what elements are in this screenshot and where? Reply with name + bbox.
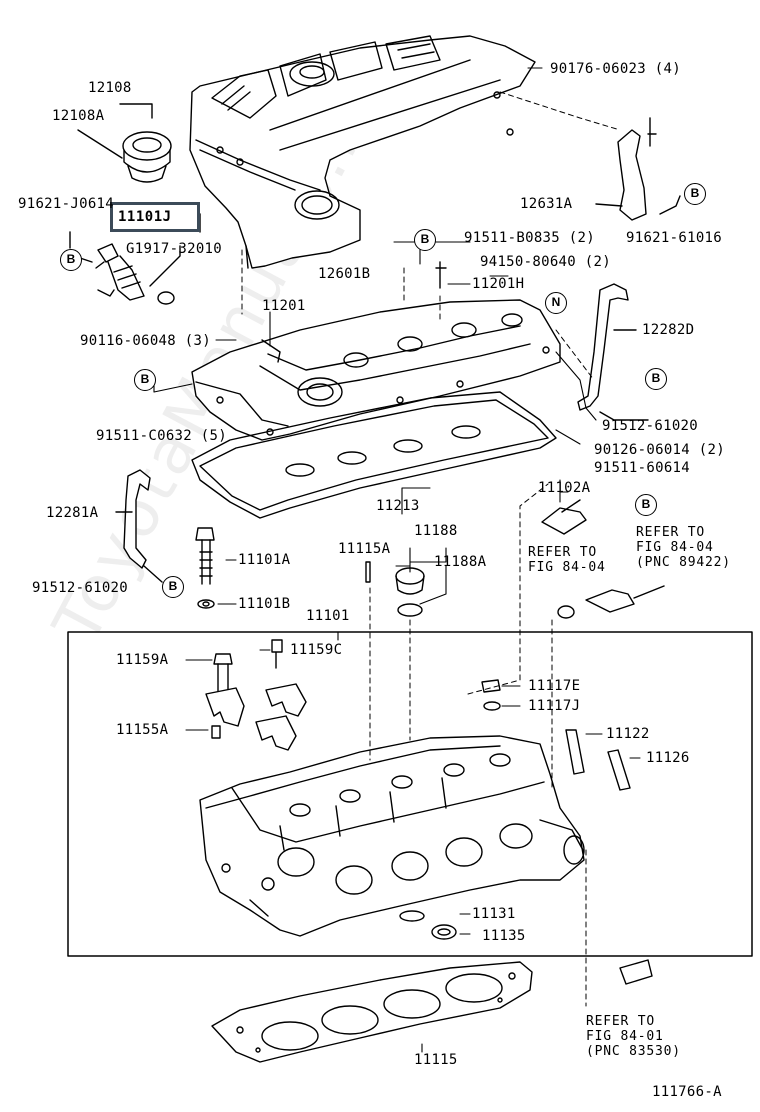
refer-line: REFER TO bbox=[586, 1014, 656, 1029]
part-label[interactable]: 11131 bbox=[472, 906, 516, 922]
bracket-12631a bbox=[595, 117, 681, 221]
oil-filler-cap bbox=[77, 103, 172, 183]
cylinder-head-cover bbox=[191, 261, 561, 441]
part-label[interactable]: 11101 bbox=[306, 608, 350, 624]
part-label[interactable]: 11115A bbox=[338, 541, 391, 557]
part-label[interactable]: 11101B bbox=[238, 596, 291, 612]
part-label[interactable]: 11126 bbox=[646, 750, 690, 766]
part-label[interactable]: 11159A bbox=[116, 652, 169, 668]
part-label[interactable]: 11102A bbox=[538, 480, 591, 496]
part-label[interactable]: 91511-C0632 (5) bbox=[96, 428, 227, 444]
figure-id: 111766-A bbox=[652, 1084, 722, 1100]
refer-line: FIG 84-01 bbox=[586, 1029, 664, 1044]
refer-note[interactable]: REFER TO FIG 84-04 bbox=[528, 545, 606, 575]
part-label[interactable]: 11201 bbox=[262, 298, 306, 314]
part-label[interactable]: 12108A bbox=[52, 108, 105, 124]
head-cover-gasket bbox=[191, 391, 557, 519]
part-label[interactable]: 12601B bbox=[318, 266, 371, 282]
head-gasket bbox=[211, 961, 533, 1063]
part-label[interactable]: 11188 bbox=[414, 523, 458, 539]
refer-line: (PNC 83530) bbox=[586, 1044, 681, 1059]
bracket-12281a bbox=[115, 469, 163, 583]
refer-line: FIG 84-04 bbox=[528, 560, 606, 575]
refer-note[interactable]: REFER TO FIG 84-01 (PNC 83530) bbox=[586, 1014, 681, 1059]
part-label[interactable]: 12631A bbox=[520, 196, 573, 212]
refer-line: REFER TO bbox=[528, 545, 598, 560]
mark-b: B bbox=[134, 369, 156, 391]
mark-b: B bbox=[414, 229, 436, 251]
highlighted-part-box bbox=[110, 202, 200, 232]
highlighted-part-label[interactable]: 11101J bbox=[118, 209, 172, 225]
part-label[interactable]: 11155A bbox=[116, 722, 169, 738]
part-label[interactable]: G1917-32010 bbox=[126, 241, 223, 257]
part-label[interactable]: 90116-06048 (3) bbox=[80, 333, 211, 349]
part-label[interactable]: 11115 bbox=[414, 1052, 458, 1068]
part-label[interactable]: 91511-60614 bbox=[594, 460, 691, 476]
part-label[interactable]: 91512-61020 bbox=[32, 580, 129, 596]
refer-note[interactable]: REFER TO FIG 84-04 (PNC 89422) bbox=[636, 525, 731, 570]
part-label[interactable]: 90176-06023 (4) bbox=[550, 61, 681, 77]
oil-control-valve bbox=[69, 213, 201, 305]
part-label[interactable]: 91621-J0614 bbox=[18, 196, 115, 212]
part-label[interactable]: 11117E bbox=[528, 678, 581, 694]
group-frame bbox=[67, 631, 753, 957]
part-label[interactable]: 90126-06014 (2) bbox=[594, 442, 725, 458]
part-label[interactable]: 11122 bbox=[606, 726, 650, 742]
bracket-12282d bbox=[577, 283, 649, 421]
refer-line: FIG 84-04 bbox=[636, 540, 714, 555]
leader-lines bbox=[153, 67, 641, 1053]
part-label[interactable]: 11213 bbox=[376, 498, 420, 514]
refer-line: REFER TO bbox=[636, 525, 706, 540]
mark-b: B bbox=[635, 494, 657, 516]
part-label[interactable]: 91512-61020 bbox=[602, 418, 699, 434]
part-label[interactable]: 11135 bbox=[482, 928, 526, 944]
mark-b: B bbox=[60, 249, 82, 271]
part-label[interactable]: 11159C bbox=[290, 642, 343, 658]
mark-b: B bbox=[162, 576, 184, 598]
part-label[interactable]: 11188A bbox=[434, 554, 487, 570]
part-label[interactable]: 11201H bbox=[472, 276, 525, 292]
mark-b: B bbox=[645, 368, 667, 390]
refer-line: (PNC 89422) bbox=[636, 555, 731, 570]
dashed-lines bbox=[241, 91, 621, 1007]
part-label[interactable]: 12282D bbox=[642, 322, 695, 338]
engine-cover bbox=[189, 35, 536, 269]
small-parts bbox=[195, 499, 665, 985]
part-label[interactable]: 11117J bbox=[528, 698, 581, 714]
part-label[interactable]: 12108 bbox=[88, 80, 132, 96]
part-label[interactable]: 11101A bbox=[238, 552, 291, 568]
part-label[interactable]: 91621-61016 bbox=[626, 230, 723, 246]
part-label[interactable]: 94150-80640 (2) bbox=[480, 254, 611, 270]
part-label[interactable]: 91511-B0835 (2) bbox=[464, 230, 595, 246]
cylinder-head bbox=[199, 735, 585, 940]
part-label[interactable]: 12281A bbox=[46, 505, 99, 521]
mark-n: N bbox=[545, 292, 567, 314]
mark-b: B bbox=[684, 183, 706, 205]
